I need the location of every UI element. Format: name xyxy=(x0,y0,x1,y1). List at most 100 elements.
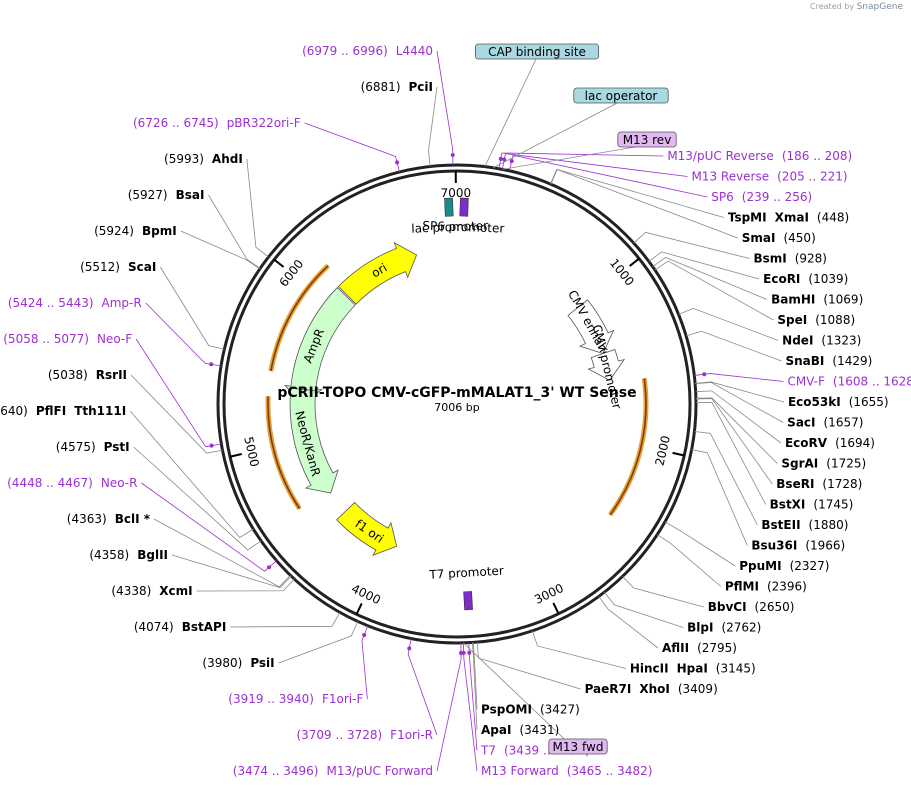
primer-site-t7 xyxy=(467,650,472,655)
primer-site-f1ori-f xyxy=(362,633,367,638)
connector-pflfi xyxy=(129,410,254,539)
enzyme-label-bstapi: (4074) BstAPI xyxy=(134,620,226,634)
connector-bpmi xyxy=(180,230,261,270)
label-name: BglII xyxy=(137,548,168,562)
label-name: BstEII xyxy=(761,518,800,532)
label-name: BbvCI xyxy=(708,600,747,614)
primer-site-cmv-f xyxy=(702,372,707,377)
label-pos: (4358) xyxy=(89,548,129,562)
ruler-tick xyxy=(629,257,640,267)
plasmid-length: 7006 bp xyxy=(434,401,479,414)
connector-neo-r xyxy=(141,482,277,572)
primer-site-sp6 xyxy=(509,159,514,164)
label-pos: (239 .. 256) xyxy=(742,190,812,204)
insert-arc-core xyxy=(270,265,329,372)
connector-ecori xyxy=(648,251,760,280)
connector-bamhi xyxy=(652,257,768,300)
primer-label-amp-r: (5424 .. 5443)Amp-R xyxy=(8,296,142,310)
label-pos: (1725) xyxy=(826,457,866,471)
label-pos: (4074) xyxy=(134,620,174,634)
ruler-label: 2000 xyxy=(653,434,673,467)
connector-pbr322ori-f xyxy=(304,122,400,173)
label-pos: (3465 .. 3482) xyxy=(567,764,653,778)
map-labels: M13/pUC Reverse(186 .. 208)M13 Reverse(2… xyxy=(0,43,911,778)
label-name: Neo-F xyxy=(97,332,132,346)
primer-label-m13-puc-forward: (3474 .. 3496)M13/pUC Forward xyxy=(233,764,433,778)
label-name: ScaI xyxy=(128,260,156,274)
connector-bbvci xyxy=(622,576,704,608)
enzyme-label-bglii: (4358) BglII xyxy=(89,548,168,562)
label-pos: (205 .. 221) xyxy=(777,170,847,184)
label-pos: (3145) xyxy=(716,662,756,676)
connector-l4440 xyxy=(436,50,454,166)
label-name2: XmaI xyxy=(775,211,809,225)
label-pos: (1039) xyxy=(808,272,848,286)
enzyme-label-psii: (3980) PsiI xyxy=(202,656,274,670)
feature-lac-promoter xyxy=(444,197,454,217)
connector-amp-r xyxy=(145,302,222,367)
connector-sp6 xyxy=(509,154,708,198)
enzyme-label-snabi: SnaBI(1429) xyxy=(786,354,873,368)
connector-ecorv xyxy=(695,390,782,444)
enzyme-label-apai: ApaI(3431) xyxy=(481,723,559,737)
enzyme-label-scai: (5512)ScaI xyxy=(80,260,156,274)
label-name: SpeI xyxy=(777,313,807,327)
enzyme-label-psti: (4575)PstI xyxy=(56,440,130,454)
enzyme-label-blpi: BlpI(2762) xyxy=(687,621,761,635)
backbone-inner-ring xyxy=(222,169,692,639)
feature-t7-promoter xyxy=(463,591,473,611)
label-name: BstAPI xyxy=(182,620,227,634)
primer-site-neo-r xyxy=(267,565,272,570)
label-name: BclI * xyxy=(115,512,151,526)
connector-bsai xyxy=(208,194,261,269)
label-name2: XhoI xyxy=(639,682,670,696)
connector-pspomi xyxy=(472,642,478,710)
label-pos: (5424 .. 5443) xyxy=(8,296,94,310)
tag-box-lac-operator xyxy=(573,87,669,104)
connector-neo-f xyxy=(135,338,222,448)
label-pos: (186 .. 208) xyxy=(782,149,852,163)
feature-neor-kanr xyxy=(289,387,339,494)
tag-box-m13-rev xyxy=(617,131,677,148)
label-name: Neo-R xyxy=(101,476,138,490)
label-pos: (3919 .. 3940) xyxy=(228,692,314,706)
primer-site-l4440 xyxy=(450,153,455,158)
ruler-label: 6000 xyxy=(276,257,306,290)
connector-hincii xyxy=(532,630,626,669)
snapgene-credit: Created by SnapGene xyxy=(810,2,903,12)
connector-cap-binding-site xyxy=(484,56,538,167)
label-name: BpmI xyxy=(142,224,177,238)
label-pos: (1694) xyxy=(835,436,875,450)
primer-label-f1ori-f: (3919 .. 3940)F1ori-F xyxy=(228,692,363,706)
connector-scai xyxy=(159,266,225,350)
enzyme-label-pflmi: PflMI(2396) xyxy=(725,580,807,594)
enzyme-label-xcmi: (4338)XcmI xyxy=(111,584,192,598)
primer-label-m13-reverse: M13 Reverse(205 .. 221) xyxy=(691,170,847,184)
ruler-label: 7000 xyxy=(441,186,472,200)
label-name: BstXI xyxy=(770,498,806,512)
label-name: PsiI xyxy=(250,656,274,670)
ruler-label: 3000 xyxy=(532,581,566,607)
label-pos: (4640) xyxy=(0,404,28,418)
ruler-label: 1000 xyxy=(607,256,637,289)
connector-spei xyxy=(654,260,774,321)
insert-arc-core xyxy=(609,378,647,516)
label-pos: (2762) xyxy=(721,621,761,635)
enzyme-label-bbvci: BbvCI(2650) xyxy=(708,600,795,614)
label-name: PspOMI xyxy=(481,703,532,717)
label-name: BamHI xyxy=(771,293,815,307)
primer-label-sp6: SP6(239 .. 256) xyxy=(711,190,812,204)
connector-apai xyxy=(472,642,478,731)
ruler-tick xyxy=(552,602,560,615)
enzyme-label-bcli: (4363)BclI * xyxy=(67,512,151,526)
connector-psii xyxy=(278,621,359,664)
label-pos: (3427) xyxy=(540,703,580,717)
enzyme-label-bsmi: BsmI(928) xyxy=(753,252,827,266)
primer-label-cmv-f: CMV-F(1608 .. 1628) xyxy=(787,375,911,389)
label-name: PciI xyxy=(409,80,434,94)
label-pos: (3980) xyxy=(202,656,242,670)
primer-site-m13-puc-forward xyxy=(459,650,464,655)
connector-cmv-f xyxy=(694,373,784,382)
feature-cmv-promoter xyxy=(587,349,626,381)
